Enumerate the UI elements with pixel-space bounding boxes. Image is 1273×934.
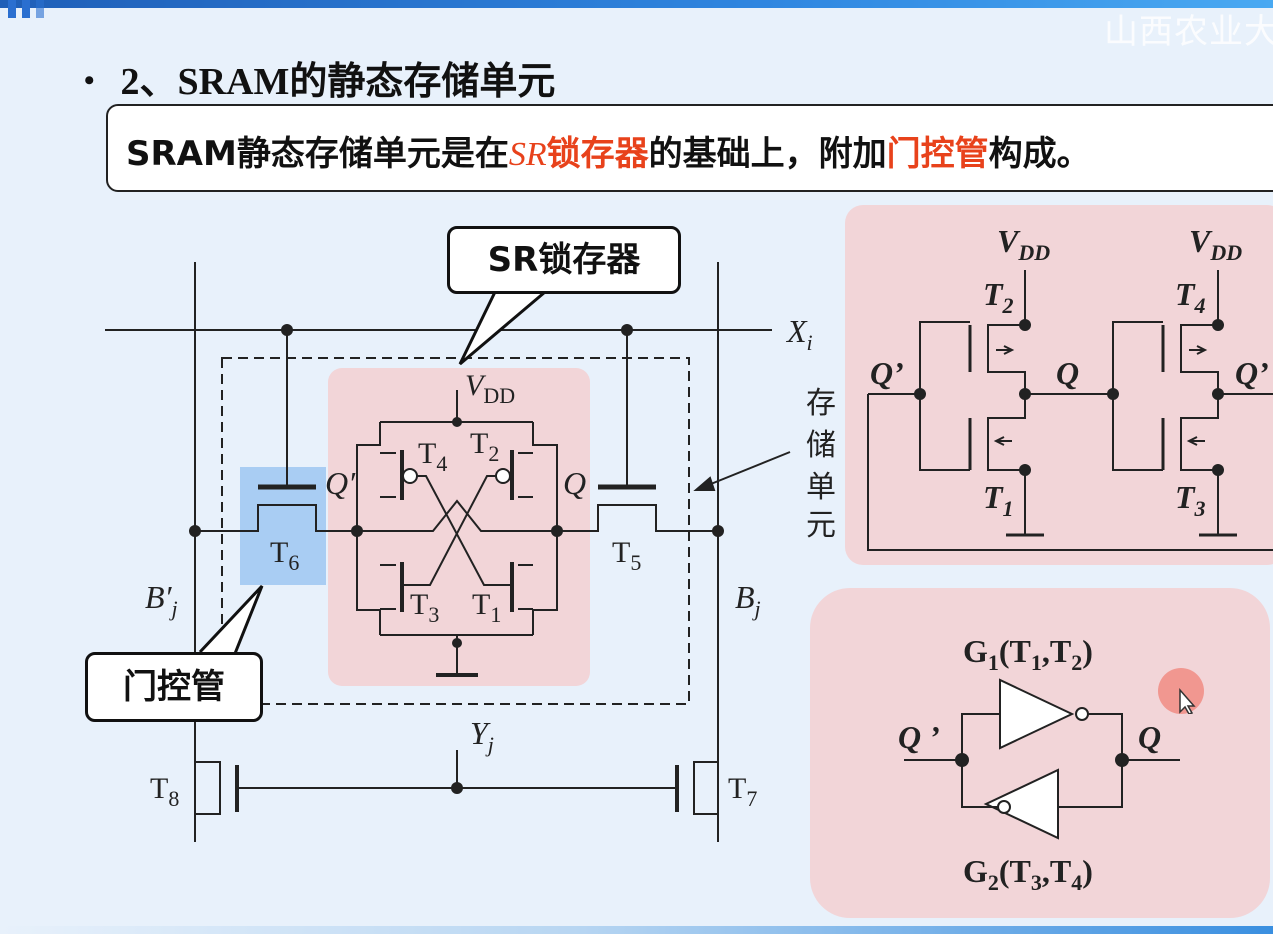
svg-text:T2: T2: [470, 427, 499, 466]
cmos-inverters: [867, 270, 1273, 551]
svg-text:Bj: Bj: [735, 579, 761, 621]
slide-title: • 2、SRAM的静态存储单元: [84, 50, 555, 105]
cmos-t4: T: [1175, 276, 1196, 312]
cmos-panel: [845, 205, 1273, 565]
svg-text:储: 储: [806, 428, 836, 463]
footer-bar: [0, 926, 1273, 934]
yj-label: Y: [470, 715, 491, 751]
q-prime-label: Q′: [325, 465, 356, 501]
gate-q: Q: [1138, 719, 1161, 755]
t6-label: T: [270, 536, 288, 569]
svg-text:B′j: B′j: [145, 579, 178, 621]
svg-text:Xi: Xi: [785, 313, 813, 355]
svg-text:Yj: Yj: [470, 715, 494, 757]
storage-cell-label: 存 储 单 元: [806, 386, 836, 543]
bj-label: B: [735, 579, 755, 615]
svg-text:T1: T1: [472, 588, 501, 627]
cmos-vdd-right: V: [1189, 223, 1213, 259]
cmos-q-mid: Q: [1056, 355, 1079, 391]
cmos-t1: T: [983, 479, 1004, 515]
intro-part1: SRAM静态存储单元是在: [126, 134, 509, 174]
t4-label: T: [418, 437, 436, 470]
g2-label: G: [963, 853, 988, 889]
svg-text:T5: T5: [612, 536, 641, 575]
logo-marks: [0, 0, 70, 18]
intro-part3: 的基础上，附加: [648, 134, 887, 174]
svg-text:G1(T1,T2): G1(T1,T2): [963, 633, 1093, 675]
svg-text:VDD: VDD: [1189, 223, 1242, 265]
q-label: Q: [563, 465, 586, 501]
svg-text:存: 存: [806, 386, 836, 421]
gate-callout: 门控管: [85, 652, 263, 722]
svg-text:T4: T4: [418, 437, 447, 476]
cmos-vdd-left: V: [997, 223, 1021, 259]
t8-label: T: [150, 772, 168, 805]
svg-text:单: 单: [806, 470, 836, 505]
pointer-icon: [1179, 688, 1196, 714]
bj-prime-label: B′: [145, 579, 173, 615]
t2-label: T: [470, 427, 488, 460]
svg-text:T1: T1: [983, 479, 1014, 521]
svg-text:T7: T7: [728, 772, 757, 811]
t3-label: T: [410, 588, 428, 621]
vdd-label: V: [465, 369, 487, 402]
gate-q-prime: Q ’: [898, 719, 940, 755]
bullet: •: [84, 64, 95, 97]
cmos-t2: T: [983, 276, 1004, 312]
intro-gate: 门控管: [886, 134, 989, 174]
inverter-pair: [904, 678, 1180, 840]
t1-label: T: [472, 588, 490, 621]
svg-text:VDD: VDD: [465, 369, 515, 408]
svg-text:T2: T2: [983, 276, 1014, 318]
mouse-cursor: [1158, 668, 1204, 714]
sr-latch-callout: SR锁存器: [447, 226, 681, 294]
intro-sr: SR: [508, 136, 547, 173]
gate-panel: [810, 588, 1270, 918]
intro-box: SRAM静态存储单元是在SR锁存器的基础上，附加门控管构成。: [106, 104, 1273, 192]
svg-text:T3: T3: [410, 588, 439, 627]
latch-panel: [328, 368, 590, 686]
xi-label: X: [785, 313, 808, 349]
t5-label: T: [612, 536, 630, 569]
svg-text:T6: T6: [270, 536, 299, 575]
svg-text:T8: T8: [150, 772, 179, 811]
svg-text:VDD: VDD: [997, 223, 1050, 265]
t7-label: T: [728, 772, 746, 805]
svg-text:T4: T4: [1175, 276, 1206, 318]
svg-text:T3: T3: [1175, 479, 1206, 521]
cmos-q-prime-left: Q’: [870, 355, 904, 391]
svg-text:元: 元: [806, 508, 836, 543]
title-bar: [0, 0, 1273, 8]
intro-latch: 锁存器: [546, 134, 649, 174]
slide-title-text: 2、SRAM的静态存储单元: [120, 61, 556, 103]
watermark: 山西农业大: [1104, 12, 1273, 52]
svg-text:G2(T3,T4): G2(T3,T4): [963, 853, 1093, 895]
intro-part5: 构成。: [988, 134, 1091, 174]
g1-label: G: [963, 633, 988, 669]
cmos-q-prime-right: Q’: [1235, 355, 1269, 391]
cmos-t3: T: [1175, 479, 1196, 515]
